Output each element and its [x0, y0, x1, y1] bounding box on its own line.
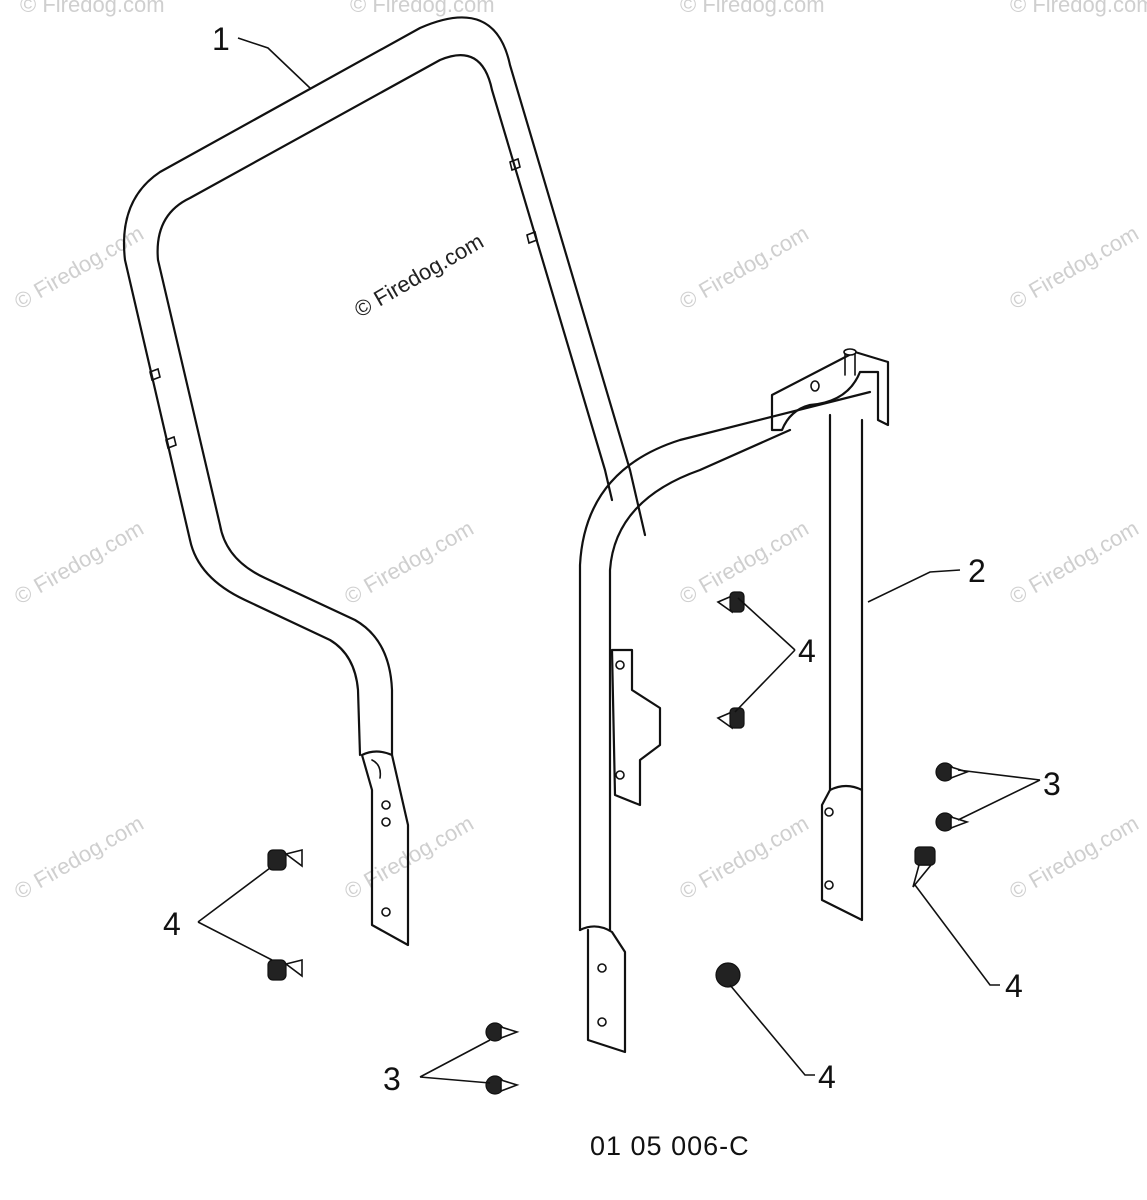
screw-icon	[485, 1075, 520, 1095]
watermark: © Firedog.com	[1005, 810, 1143, 904]
screw-hardware	[485, 762, 970, 1095]
watermark: © Firedog.com	[1005, 220, 1143, 314]
bolt-icon	[716, 591, 745, 614]
watermark: © Firedog.com	[675, 810, 813, 904]
watermark: © Firedog.com	[10, 515, 148, 609]
watermark-main: © Firedog.com	[350, 228, 488, 322]
callout-label: 1	[212, 21, 230, 57]
watermark: © Firedog.com	[340, 515, 478, 609]
callout-label: 2	[968, 553, 986, 589]
bolt-icon	[912, 846, 936, 888]
watermark-grid: © Firedog.com © Firedog.com © Firedog.co…	[10, 0, 1147, 904]
bolt-icon	[267, 848, 303, 871]
rollbar-frame-part-2	[578, 348, 890, 1054]
bolt-icon	[267, 958, 303, 981]
callout-label: 3	[383, 1061, 401, 1097]
leader-lines	[197, 37, 1041, 1084]
nut-icon	[715, 962, 741, 988]
watermark: © Firedog.com	[680, 0, 825, 17]
callout-label: 4	[1005, 968, 1023, 1004]
screw-icon	[935, 812, 970, 832]
watermark: © Firedog.com	[1005, 515, 1143, 609]
rollbar-hoop-part-1	[122, 16, 647, 947]
drawing-code: 01 05 006-C	[590, 1131, 750, 1161]
screw-icon	[485, 1022, 520, 1042]
bolt-hardware	[267, 591, 936, 988]
callout-label: 4	[163, 906, 181, 942]
callout-label: 4	[818, 1059, 836, 1095]
callouts: 1 2 3 3 4 4 4 4	[163, 21, 1061, 1097]
callout-label: 4	[798, 633, 816, 669]
watermark: © Firedog.com	[675, 220, 813, 314]
bolt-icon	[716, 707, 745, 730]
watermark: © Firedog.com	[10, 810, 148, 904]
watermark: © Firedog.com	[20, 0, 165, 17]
watermark: © Firedog.com	[1010, 0, 1147, 17]
callout-label: 3	[1043, 766, 1061, 802]
watermark: © Firedog.com	[350, 0, 495, 17]
screw-icon	[935, 762, 970, 782]
